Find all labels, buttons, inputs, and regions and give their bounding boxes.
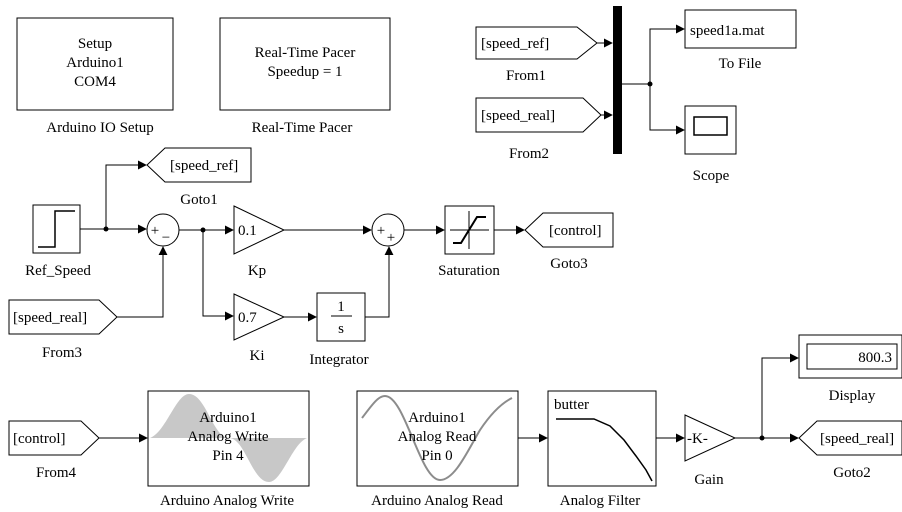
setup-caption: Arduino IO Setup	[46, 120, 154, 136]
from2-tag: [speed_real]	[481, 108, 555, 124]
read-line-2: Analog Read	[398, 429, 477, 445]
scope-screen-icon	[693, 116, 728, 136]
goto1-tag: [speed_ref]	[170, 158, 238, 174]
analog-filter-block[interactable]: butter	[547, 390, 657, 487]
goto3-caption: Goto3	[550, 256, 588, 272]
kp-caption: Kp	[248, 263, 266, 279]
from3-caption: From3	[42, 345, 82, 361]
filter-label: butter	[554, 397, 589, 413]
sine-wave-icon	[361, 394, 513, 482]
setup-line-1: Setup	[78, 36, 112, 52]
integrator-block[interactable]: 1 s	[316, 292, 366, 342]
goto3-tag: [control]	[549, 223, 601, 239]
from1-tag: [speed_ref]	[481, 36, 549, 52]
sum1-sign-plus: +	[151, 223, 159, 239]
sum2-sign-plus-1: +	[377, 223, 385, 239]
saturation-block[interactable]	[444, 205, 495, 255]
ref-speed-caption: Ref_Speed	[25, 263, 91, 279]
goto1-caption: Goto1	[180, 192, 218, 208]
pacer-caption: Real-Time Pacer	[252, 120, 353, 136]
kp-value: 0.1	[238, 223, 257, 239]
from2-caption: From2	[509, 146, 549, 162]
ki-gain-block[interactable]: 0.7	[233, 293, 286, 341]
analog-read-block[interactable]: Arduino1 Analog Read Pin 0	[356, 390, 519, 487]
gain-block[interactable]: -K-	[684, 414, 737, 462]
from4-tag: [control]	[13, 431, 65, 447]
analog-read-caption: Arduino Analog Read	[371, 493, 503, 509]
goto2-block[interactable]: [speed_real]	[798, 420, 902, 456]
goto2-caption: Goto2	[833, 465, 871, 481]
goto1-block[interactable]: [speed_ref]	[146, 147, 252, 183]
kp-gain-block[interactable]: 0.1	[233, 205, 286, 255]
scope-caption: Scope	[693, 168, 730, 184]
write-line-1: Arduino1	[199, 410, 257, 426]
sum1-sign-minus: −	[162, 230, 170, 246]
to-file-filename: speed1a.mat	[690, 23, 765, 39]
saturation-caption: Saturation	[438, 263, 500, 279]
from2-block[interactable]: [speed_real]	[475, 97, 602, 133]
mux-block[interactable]	[613, 6, 622, 154]
integrator-caption: Integrator	[309, 352, 368, 368]
analog-write-caption: Arduino Analog Write	[160, 493, 294, 509]
setup-line-2: Arduino1	[66, 55, 124, 71]
scope-block[interactable]	[684, 105, 737, 155]
sum2-sign-plus-2: +	[387, 230, 395, 246]
sine-fill-icon-top	[150, 394, 229, 438]
from3-block[interactable]: [speed_real]	[8, 299, 118, 335]
from3-tag: [speed_real]	[13, 310, 87, 326]
display-readout	[806, 343, 898, 370]
sum2-block[interactable]: + +	[371, 213, 405, 247]
ki-value: 0.7	[238, 310, 257, 326]
ref-speed-step-block[interactable]	[32, 204, 81, 254]
from1-caption: From1	[506, 68, 546, 84]
write-line-3: Pin 4	[212, 448, 244, 464]
setup-line-3: COM4	[74, 74, 116, 90]
step-icon	[38, 210, 75, 248]
display-caption: Display	[829, 388, 876, 404]
display-block[interactable]: 800.3	[798, 334, 902, 379]
pacer-line-1: Real-Time Pacer	[255, 45, 356, 61]
arduino-io-setup-block[interactable]: Setup Arduino1 COM4	[16, 17, 174, 111]
ki-caption: Ki	[250, 348, 265, 364]
integrator-numerator: 1	[337, 299, 345, 315]
write-line-2: Analog Write	[187, 429, 269, 445]
from4-block[interactable]: [control]	[8, 420, 100, 456]
gain-caption: Gain	[694, 472, 724, 488]
analog-write-block[interactable]: Arduino1 Analog Write Pin 4	[147, 390, 310, 487]
to-file-block[interactable]: speed1a.mat	[684, 9, 797, 49]
from4-caption: From4	[36, 465, 77, 481]
goto2-tag: [speed_real]	[820, 431, 894, 447]
goto3-block[interactable]: [control]	[524, 212, 614, 248]
real-time-pacer-block[interactable]: Real-Time Pacer Speedup = 1	[219, 17, 391, 111]
pacer-line-2: Speedup = 1	[267, 64, 342, 80]
read-line-3: Pin 0	[421, 448, 452, 464]
analog-filter-caption: Analog Filter	[560, 493, 640, 509]
integrator-denominator: s	[338, 321, 344, 337]
read-line-1: Arduino1	[408, 410, 466, 426]
gain-value: -K-	[687, 431, 708, 447]
from1-block[interactable]: [speed_ref]	[475, 26, 598, 60]
sine-fill-icon-bottom	[229, 438, 307, 482]
display-value: 800.3	[858, 350, 892, 366]
sum1-block[interactable]: + −	[146, 213, 180, 247]
to-file-caption: To File	[719, 56, 762, 72]
filter-response-icon	[556, 418, 653, 482]
saturation-icon	[453, 216, 486, 244]
